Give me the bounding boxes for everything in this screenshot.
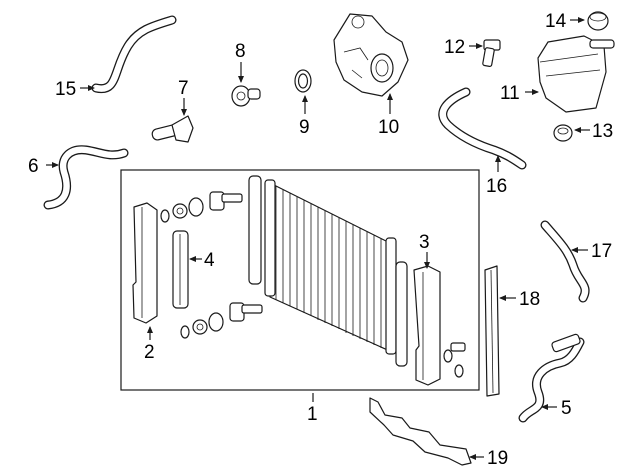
part-19-air-guide bbox=[369, 397, 472, 466]
part-16-hose bbox=[438, 87, 527, 170]
callout-labels: 1 2 3 4 5 6 7 8 9 10 11 12 13 14 15 16 1… bbox=[28, 11, 613, 469]
callout-13: 13 bbox=[592, 121, 613, 142]
part-18-seal-strip bbox=[484, 265, 500, 397]
part-10-housing bbox=[333, 13, 409, 97]
radiator-assembly-frame bbox=[120, 169, 480, 391]
callout-8: 8 bbox=[235, 41, 246, 62]
radiator-core bbox=[248, 175, 408, 367]
part-5-hose bbox=[518, 333, 585, 423]
part-3-seal bbox=[413, 265, 441, 386]
callout-19: 19 bbox=[487, 448, 508, 469]
callout-15: 15 bbox=[55, 79, 76, 100]
callout-4: 4 bbox=[204, 250, 215, 271]
part-13-grommet bbox=[553, 124, 573, 142]
callout-10: 10 bbox=[378, 117, 399, 138]
part-4-support bbox=[172, 230, 189, 309]
callout-3: 3 bbox=[419, 232, 430, 253]
callout-1: 1 bbox=[307, 404, 318, 425]
callout-5: 5 bbox=[561, 398, 572, 419]
part-7-outlet bbox=[151, 115, 194, 143]
callout-16: 16 bbox=[486, 176, 507, 197]
callout-14: 14 bbox=[545, 11, 567, 32]
leader-lines bbox=[46, 17, 590, 460]
callout-2: 2 bbox=[144, 342, 155, 363]
part-6-hose bbox=[43, 145, 129, 210]
part-8-plug bbox=[231, 85, 261, 107]
callout-17: 17 bbox=[591, 241, 612, 262]
part-15-hose bbox=[91, 15, 177, 94]
callout-11: 11 bbox=[500, 83, 520, 104]
part-12-bolt bbox=[482, 39, 501, 68]
part-2-seal bbox=[132, 202, 158, 324]
part-9-o-ring bbox=[294, 69, 312, 93]
part-17-hose bbox=[540, 220, 590, 303]
part-14-cap bbox=[587, 11, 609, 31]
mounting-hardware bbox=[160, 191, 466, 378]
callout-12: 12 bbox=[444, 37, 465, 58]
callout-6: 6 bbox=[28, 156, 39, 177]
callout-9: 9 bbox=[299, 117, 310, 138]
callout-7: 7 bbox=[178, 78, 189, 99]
callout-18: 18 bbox=[519, 289, 540, 310]
part-11-reservoir bbox=[537, 35, 615, 113]
